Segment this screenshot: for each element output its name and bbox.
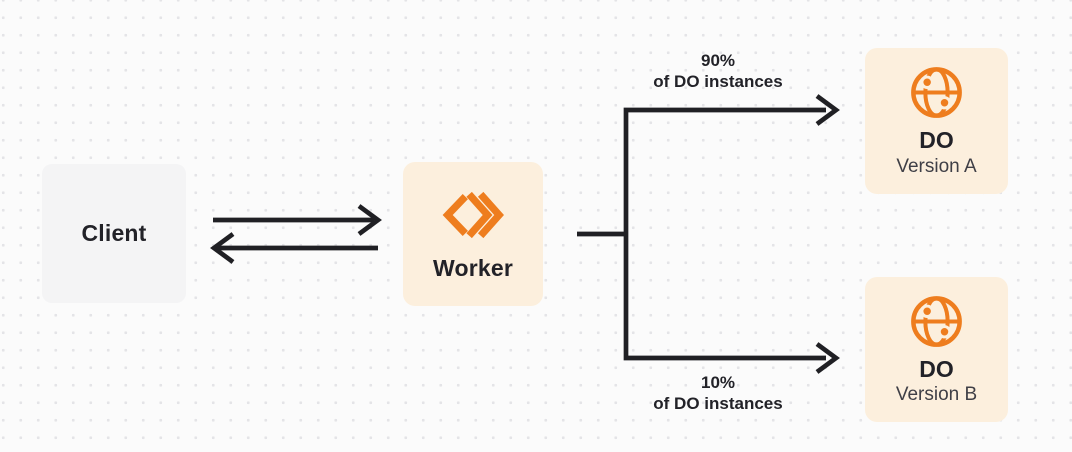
client-to-worker-arrow bbox=[213, 204, 382, 236]
cloudflare-workers-icon bbox=[442, 191, 504, 239]
do-b-title: DO bbox=[919, 355, 954, 382]
worker-node: Worker bbox=[403, 162, 543, 306]
worker-label: Worker bbox=[432, 255, 514, 281]
globe-icon bbox=[911, 296, 962, 347]
traffic-caption-10: of DO instances bbox=[653, 394, 783, 413]
traffic-percent-90: 90% bbox=[700, 51, 736, 70]
client-node: Client bbox=[42, 164, 186, 303]
traffic-split-label-90: 90% of DO instances bbox=[608, 50, 828, 92]
traffic-caption-90: of DO instances bbox=[653, 72, 783, 91]
worker-to-client-arrow bbox=[210, 232, 378, 264]
traffic-percent-10: 10% bbox=[700, 373, 736, 392]
do-b-subtitle: Version B bbox=[895, 384, 978, 406]
branch-arrowhead-bottom bbox=[815, 342, 840, 374]
do-version-a-node: DO Version A bbox=[865, 48, 1008, 194]
do-a-subtitle: Version A bbox=[896, 155, 977, 177]
branch-trunk bbox=[623, 107, 826, 361]
branch-arrowhead-top bbox=[815, 94, 840, 126]
traffic-split-label-10: 10% of DO instances bbox=[608, 372, 828, 414]
do-version-b-node: DO Version B bbox=[865, 277, 1008, 422]
do-a-title: DO bbox=[919, 127, 954, 154]
client-label: Client bbox=[81, 220, 147, 246]
globe-icon bbox=[911, 67, 962, 119]
